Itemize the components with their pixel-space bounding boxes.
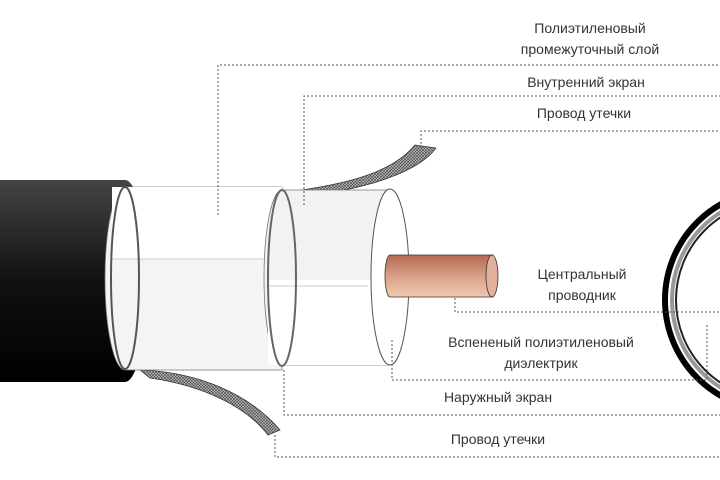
center-conductor [384,254,499,298]
label-line: Центральный [537,266,627,282]
leader-lines [217,64,720,458]
label-dielectric: Вспененый полиэтиленовый диэлектрик [448,332,634,374]
cross-section-ring [662,201,720,399]
poly-intermediate-layer [104,186,283,371]
label-inner-screen: Внутренний экран [527,74,645,90]
label-outer-screen: Наружный экран [443,389,553,405]
label-line: Вспененый полиэтиленовый [448,334,634,350]
label-center-conductor: Центральный проводник [538,264,627,306]
label-line: проводник [548,287,616,303]
label-line: промежуточный слой [520,41,660,57]
label-line: диэлектрик [504,355,578,371]
label-line: Полиэтиленовый [534,20,646,36]
drain-wire-bottom-foil [138,369,281,436]
label-drain-wire-bottom: Провод утечки [450,431,546,447]
label-drain-wire-top: Провод утечки [536,105,632,121]
label-poly-intermediate-layer: Полиэтиленовый промежуточный слой [521,18,659,60]
drain-wire-top-foil [287,144,437,197]
